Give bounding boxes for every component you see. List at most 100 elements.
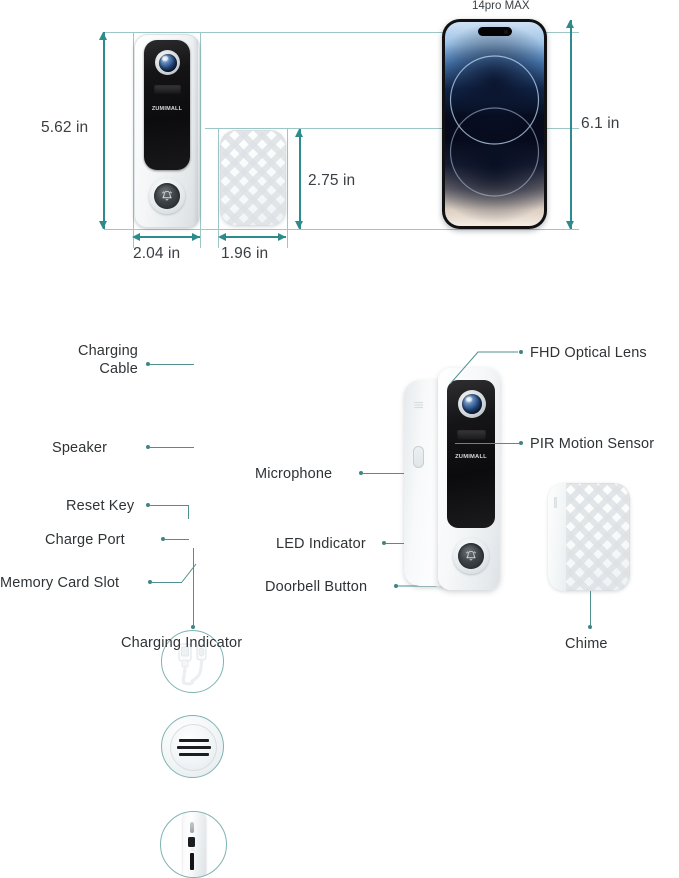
leader-charging-cable [150,363,194,365]
leader-charging-indicator [193,548,194,627]
connector-dot-memory-card-slot [148,580,152,584]
features-section: Charging Cable Speaker [0,300,679,878]
doorbell-extension-left [133,32,134,248]
doorbell-height-label: 5.62 in [41,119,89,136]
label-charging-cable: Charging Cable [34,342,138,378]
doorbell-width-label: 2.04 in [133,245,181,262]
speaker-grille-icon [162,716,223,777]
doorbell-button-outer [149,178,185,214]
doorbell-height-arrow-bottom [99,221,107,229]
chime-height-label: 2.75 in [308,172,356,189]
leader-memory-card-slot-angle [180,562,198,584]
connector-dot-fhd-lens [519,350,523,354]
doorbell-perspective-brand: ZUMIMALL [455,454,487,460]
leader-angle-svg [181,563,197,583]
label-charging-cable-line2: Cable [99,361,138,378]
side-button[interactable] [413,446,424,468]
doorbell-main-body: ZUMIMALL [438,368,500,590]
chime-side-face [548,483,566,591]
label-microphone: Microphone [255,466,333,482]
pir-motion-sensor [457,430,486,440]
connector-dot-speaker [146,445,150,449]
connector-dot-pir-sensor [519,441,523,445]
icon-circle-speaker [161,715,224,778]
doorbell-width-dimension-line [134,236,200,238]
doorbell-button[interactable] [154,183,180,209]
connector-dot-microphone [359,471,363,475]
bell-icon [162,190,172,201]
connector-dot-chime [588,625,592,629]
connector-dot-charging-cable [146,362,150,366]
label-charge-port: Charge Port [45,532,125,548]
connector-dot-led-indicator [382,541,386,545]
phone-wallpaper-arcs [449,55,540,197]
doorbell-perspective-button-outer [453,538,489,574]
connector-dot-doorbell-button [394,584,398,588]
doorbell-perspective-face-plate: ZUMIMALL [447,380,495,528]
doorbell-perspective-view: ZUMIMALL [404,368,500,596]
connector-dot-charging-indicator [191,625,195,629]
leader-speaker [150,446,194,448]
doorbell-width-arrow-right [192,232,200,241]
phone-dynamic-island [477,27,512,36]
chime-width-arrow-left [218,232,226,241]
leader-memory-card-slot [152,581,182,583]
fhd-optical-lens [462,394,482,414]
chime-height-arrow-top [295,129,303,137]
label-fhd-optical-lens: FHD Optical Lens [530,345,647,361]
chime-top-view [220,130,286,226]
reset-key-port [190,822,194,833]
doorbell-extension-right [200,32,201,248]
dimensions-section: 5.62 in ZUMIMALL [0,0,679,280]
doorbell-front-view: ZUMIMALL [134,34,200,228]
chime-led-slot [554,497,557,508]
phone-mockup [442,19,547,229]
leader-pir-motion-sensor [455,442,519,444]
doorbell-height-arrow-top [99,32,107,40]
guide-line-top [104,32,579,33]
connector-dot-reset-key [146,503,150,507]
leader-reset-key [150,504,188,506]
chime-extension-right [287,128,288,248]
label-reset-key: Reset Key [66,498,135,514]
doorbell-width-arrow-left [132,232,140,241]
label-memory-card-slot: Memory Card Slot [0,575,120,591]
leader-charge-port [165,538,189,540]
phone-caption: 14pro MAX [472,0,530,12]
doorbell-face-plate: ZUMIMALL [144,40,190,170]
phone-height-dimension-line [570,20,572,229]
leader-fhd-optical-lens [448,346,520,386]
phone-height-label: 6.1 in [581,115,620,132]
label-pir-motion-sensor: PIR Motion Sensor [530,436,655,452]
doorbell-pir-sensor [154,85,181,94]
microphone-vent-icon [414,402,423,409]
label-speaker: Speaker [52,440,108,456]
chime-width-dimension-line [220,236,286,238]
phone-height-arrow-bottom [566,221,574,229]
doorbell-height-dimension-line [103,32,105,229]
label-charging-indicator: Charging Indicator [121,635,243,651]
chime-width-arrow-right [278,232,286,241]
connector-dot-charge-port [161,537,165,541]
phone-height-arrow-top [566,20,574,28]
bell-icon-perspective [466,550,476,561]
icon-circle-ports-detail [160,811,227,878]
label-charging-cable-line1: Charging [77,343,138,359]
charge-port-opening [188,837,195,847]
doorbell-brand-logo: ZUMIMALL [151,106,183,112]
doorbell-lens-ring [155,50,180,75]
leader-chime [590,591,591,627]
doorbell-button-perspective[interactable] [458,543,484,569]
phone-screen [445,22,544,226]
charging-indicator-led [191,848,194,851]
guide-line-bottom [104,229,579,230]
chime-perspective-view [548,483,630,591]
memory-card-slot-opening [190,853,194,870]
chime-height-arrow-bottom [295,221,303,229]
chime-extension-left [218,128,219,248]
doorbell-camera-lens [158,53,177,72]
infographic-canvas: 5.62 in ZUMIMALL [0,0,679,653]
label-led-indicator: LED Indicator [276,536,366,552]
chime-width-label: 1.96 in [221,245,269,262]
doorbell-perspective-lens-ring [458,390,486,418]
